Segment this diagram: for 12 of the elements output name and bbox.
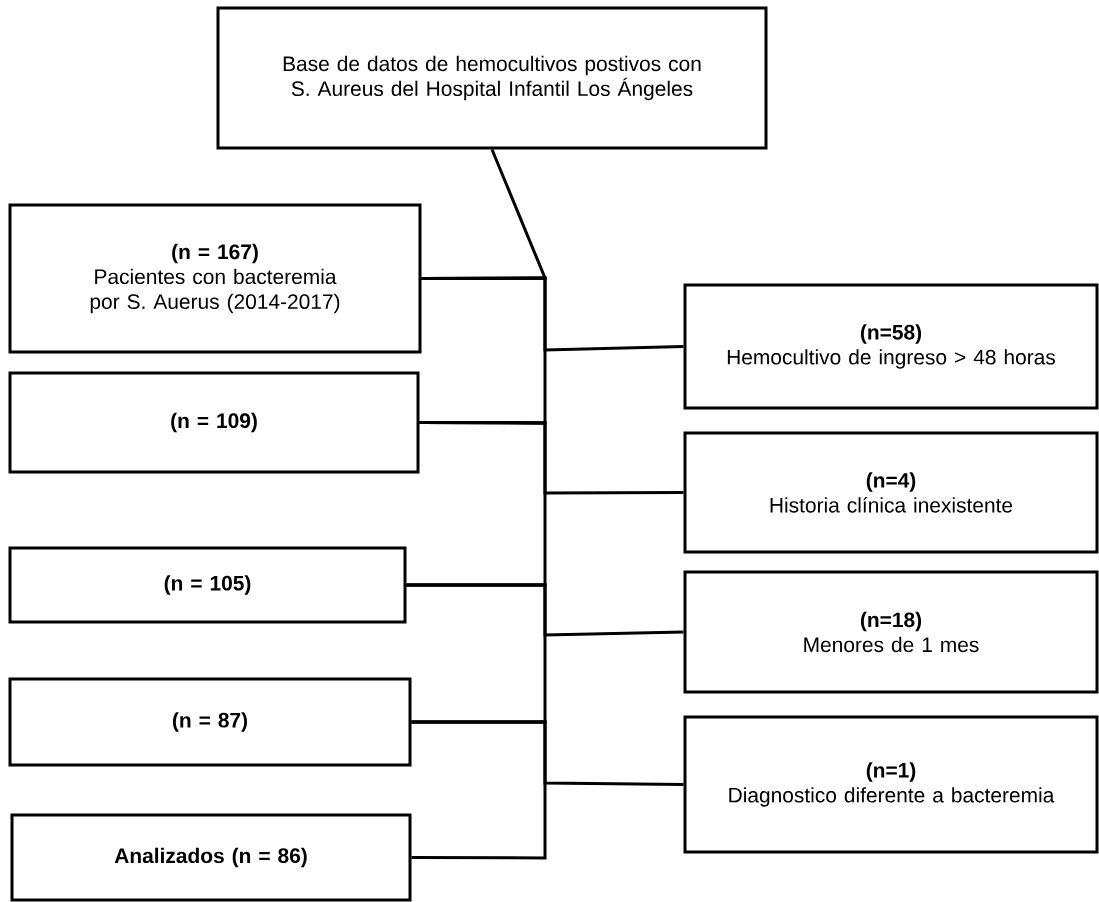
box: (n=4) Historia clínica inexistente: [683, 431, 1099, 554]
connector-line: [419, 276, 547, 425]
box: (n = 105): [8, 546, 407, 624]
box: Base de datos de hemocultivos postivos con S. Aureus del Hospital Infantil Los Ángeles: [216, 6, 768, 150]
connector-line: [411, 720, 547, 860]
box: (n = 109): [8, 371, 420, 474]
box: (n = 87): [8, 677, 412, 767]
box: Analizados (n = 86): [10, 813, 412, 902]
box: (n=58) Hemocultivo de ingreso > 48 horas: [683, 283, 1099, 410]
box: (n=18) Menores de 1 mes: [683, 570, 1099, 694]
box: (n = 167) Pacientes con bacteremia por S. Auerus (2014-2017): [8, 203, 422, 354]
box: (n=1) Diagnostico diferente a bacteremia: [683, 715, 1099, 854]
